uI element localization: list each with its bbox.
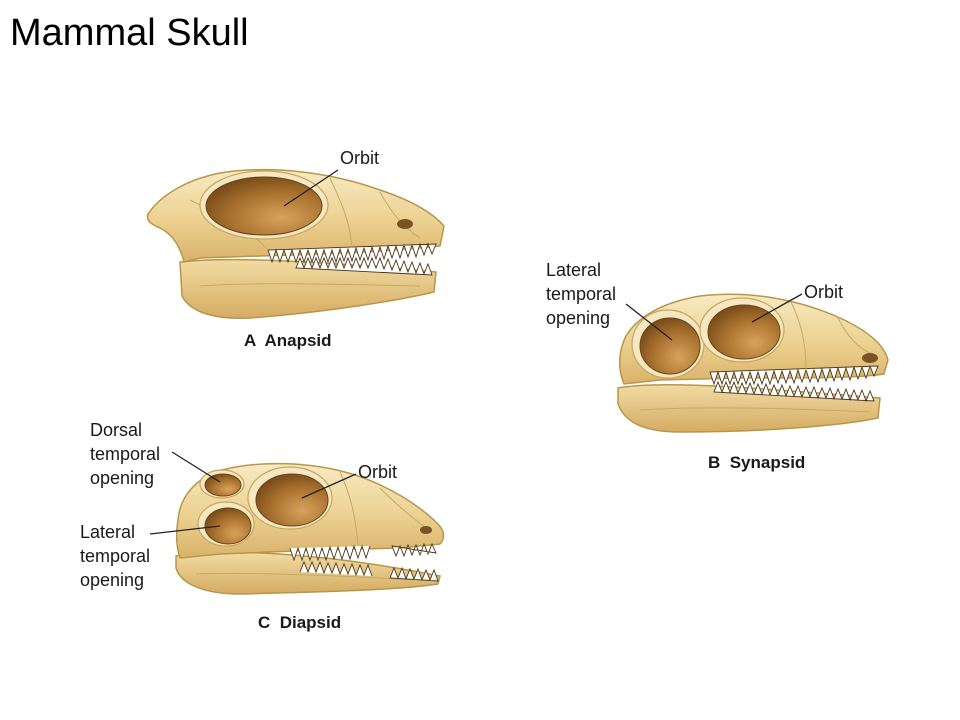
diapsid-dorsal-label-line2: temporal: [90, 444, 160, 464]
diapsid-lateral-leader: [149, 525, 221, 535]
diapsid-nostril: [420, 526, 432, 534]
diapsid-skull: Dorsal temporal opening Lateral temporal…: [80, 420, 445, 632]
diapsid-dorsal-label-line3: opening: [90, 468, 154, 488]
synapsid-lateral-label-line3: opening: [546, 308, 610, 328]
diapsid-dorsal-opening: [204, 473, 242, 497]
anapsid-nostril: [397, 219, 413, 229]
synapsid-orbit-leader: [751, 293, 803, 323]
synapsid-orbit-label: Orbit: [804, 282, 843, 302]
synapsid-orbit: [707, 304, 781, 360]
diapsid-lateral-opening: [204, 507, 252, 545]
diapsid-lateral-label-line1: Lateral: [80, 522, 135, 542]
slide-title: Mammal Skull: [10, 12, 249, 54]
diapsid-caption: C Diapsid: [258, 613, 341, 632]
diapsid-upper-teeth: [289, 542, 437, 562]
anapsid-lower-teeth: [295, 256, 433, 276]
synapsid-upper-teeth: [709, 364, 879, 386]
diapsid-dorsal-leader: [171, 451, 221, 483]
anapsid-orbit: [205, 176, 323, 236]
anapsid-upper-teeth: [267, 242, 437, 264]
synapsid-caption: B Synapsid: [708, 453, 805, 472]
diapsid-orbit-leader: [301, 473, 357, 499]
anapsid-skull: Orbit A Anapsid: [146, 148, 445, 350]
diapsid-lateral-label-line2: temporal: [80, 546, 150, 566]
synapsid-lateral-label-line1: Lateral: [546, 260, 601, 280]
synapsid-lateral-opening: [639, 317, 701, 375]
anapsid-lower-jaw: [179, 258, 437, 320]
diapsid-dorsal-label-line1: Dorsal: [90, 420, 142, 440]
synapsid-lateral-leader: [625, 303, 673, 341]
anapsid-orbit-label: Orbit: [340, 148, 379, 168]
diapsid-orbit-label: Orbit: [358, 462, 397, 482]
synapsid-nostril: [862, 353, 878, 363]
diapsid-orbit: [255, 473, 329, 527]
diapsid-lateral-label-line3: opening: [80, 570, 144, 590]
anapsid-caption: A Anapsid: [244, 331, 332, 350]
synapsid-skull: Lateral temporal opening Orbit B Synapsi…: [546, 260, 889, 472]
synapsid-lateral-label-line2: temporal: [546, 284, 616, 304]
anapsid-orbit-leader: [283, 169, 339, 207]
diapsid-lower-teeth: [299, 560, 439, 582]
synapsid-lower-teeth: [713, 380, 875, 403]
